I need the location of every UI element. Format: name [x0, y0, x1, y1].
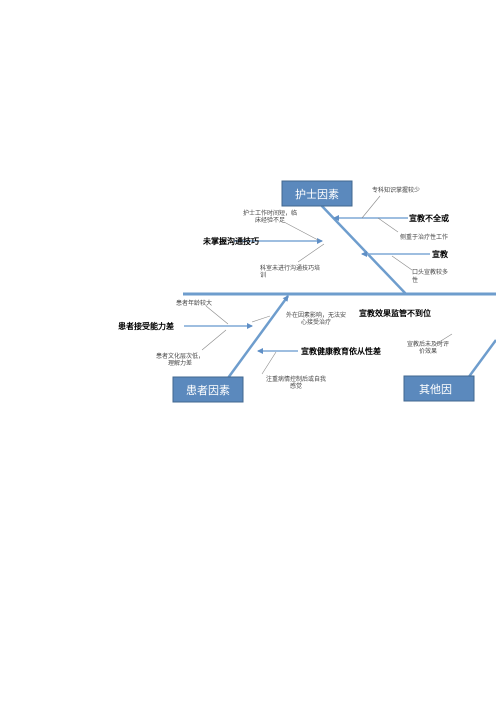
cause-poor-compliance: 宣教健康教育依从性差	[301, 346, 381, 356]
cause-edu-partial: 宣教	[432, 249, 449, 259]
cause-no-comm-skill: 未掌握沟通技巧	[202, 236, 259, 246]
leader-short-time	[283, 221, 319, 241]
note-low-edu-2: 理解力差	[168, 359, 192, 367]
note-oral-edu-2: 性	[412, 276, 418, 284]
note-no-training-2: 训	[260, 271, 266, 279]
note-short-time-1: 护士工作时间短，临	[243, 209, 297, 217]
leader-elderly	[205, 305, 229, 325]
cause-incomplete-edu: 宣教不全或	[409, 213, 449, 223]
note-no-eval-2: 价效果	[419, 347, 437, 355]
leader-focus-treatment	[377, 217, 399, 233]
category-label-nurse: 护士因素	[295, 187, 339, 201]
note-elderly: 患者年龄较大	[176, 299, 212, 307]
category-label-other: 其他因	[419, 383, 452, 396]
cause-edu-supervision: 宣教效果监管不到位	[359, 308, 431, 318]
note-oral-edu-1: 口头宣教较多	[412, 268, 448, 276]
leader-low-edu	[201, 329, 227, 351]
note-external-2: 心接受治疗	[301, 318, 331, 326]
note-low-edu-1: 患者文化层次低，	[156, 352, 204, 360]
leader-oral-edu	[391, 255, 413, 271]
note-lack-knowledge: 专科知识掌握较少	[372, 186, 420, 194]
note-focus-treatment: 侧重于治疗性工作	[400, 233, 448, 241]
other-bone	[466, 339, 496, 379]
leader-external	[251, 315, 271, 323]
category-label-patient: 患者因素	[186, 384, 230, 397]
category-box-nurse: 护士因素	[281, 180, 353, 207]
note-focus-illness-2: 感觉	[290, 382, 302, 390]
note-focus-illness-1: 注重病情控制后或自我	[266, 375, 326, 383]
leader-lack-knowledge	[361, 195, 381, 219]
note-external-1: 外在因素影响，无法安	[286, 311, 346, 319]
cause-poor-acceptance: 患者接受能力差	[118, 321, 174, 331]
category-box-other: 其他因	[403, 375, 475, 402]
leader-no-training	[297, 243, 325, 263]
leader-focus-illness	[261, 351, 277, 375]
category-box-patient: 患者因素	[172, 376, 244, 403]
note-short-time-2: 床经验不足	[255, 216, 285, 224]
leader-no-eval	[435, 333, 453, 345]
note-no-eval-1: 宣教后未及时评	[407, 340, 449, 348]
patient-bone	[226, 295, 290, 379]
note-no-training-1: 科室未进行沟通技巧培	[260, 264, 320, 272]
